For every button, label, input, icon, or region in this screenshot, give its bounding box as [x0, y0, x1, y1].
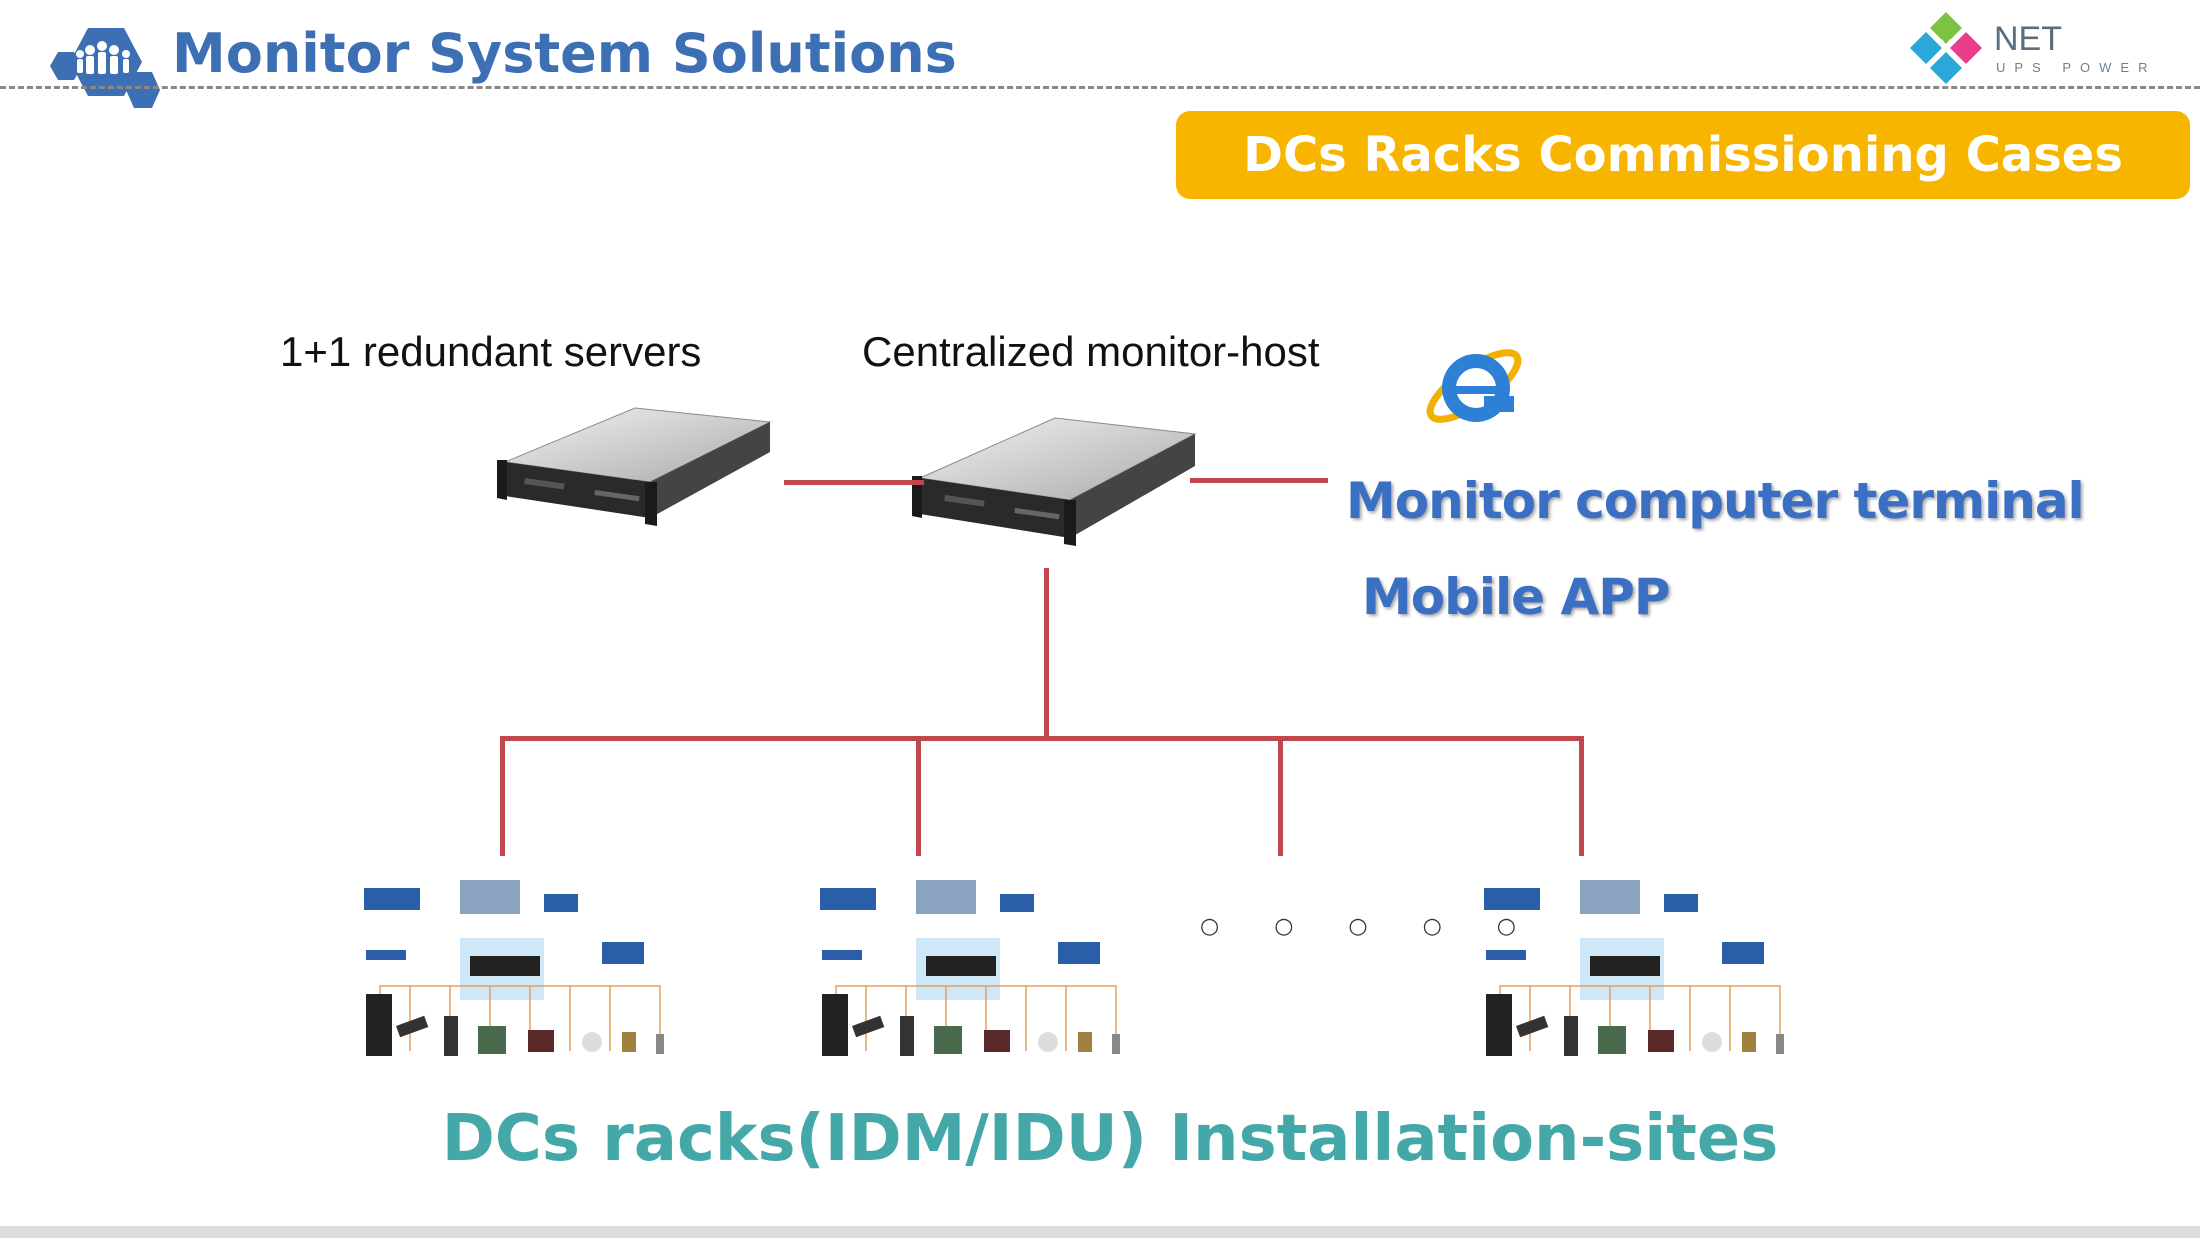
trunk-line [1044, 568, 1049, 740]
site-diagram-2 [820, 880, 1120, 1056]
team-hexagon-icon [50, 28, 160, 108]
installation-sites-title: DCs racks(IDM/IDU) Installation-sites [441, 1102, 1779, 1176]
server-link-line [784, 480, 924, 485]
logo-tagline: UPS POWER [1996, 60, 2157, 75]
bus-line [500, 736, 1584, 741]
branch-line [1278, 736, 1283, 856]
mobile-app-label: Mobile APP [1362, 568, 1670, 626]
svg-text:X: X [1938, 37, 1955, 62]
net-logo-icon: X [1910, 12, 1982, 84]
footer-bar [0, 1226, 2200, 1238]
header-divider [0, 86, 2200, 89]
logo-brand-text: NET [1994, 20, 2062, 58]
branch-line [916, 736, 921, 856]
section-banner: DCs Racks Commissioning Cases [1176, 111, 2190, 199]
monitor-terminal-label: Monitor computer terminal [1346, 472, 2085, 530]
brand-logo: X NET UPS POWER [1906, 8, 2166, 90]
banner-text: DCs Racks Commissioning Cases [1243, 127, 2123, 183]
branch-line [500, 736, 505, 856]
terminal-link-line [1190, 478, 1328, 483]
monitor-host-server-icon [912, 417, 1197, 546]
monitor-host-label: Centralized monitor-host [862, 328, 1320, 375]
ellipsis: ○ ○ ○ ○ ○ [1200, 914, 1540, 939]
redundant-servers-label: 1+1 redundant servers [280, 328, 702, 375]
redundant-server-icon [497, 407, 772, 526]
page-title: Monitor System Solutions [172, 22, 957, 85]
site-diagram-1 [364, 880, 664, 1056]
site-diagram-3 [1484, 880, 1784, 1056]
branch-line [1579, 736, 1584, 856]
internet-explorer-icon [1426, 349, 1522, 423]
